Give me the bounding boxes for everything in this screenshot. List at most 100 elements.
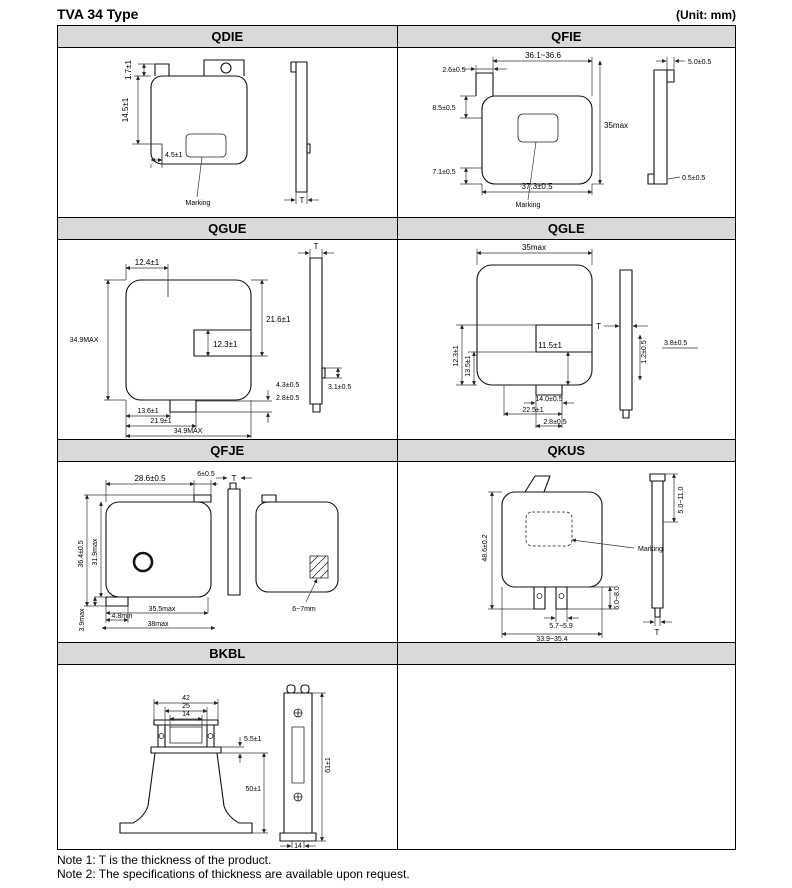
- qgue-dim-label-9: 21.9±1: [150, 418, 171, 425]
- header-qdie: QDIE: [58, 26, 397, 48]
- qdie-marking-area: [185, 133, 227, 158]
- header-bkbl: BKBL: [58, 643, 397, 665]
- qfje-dim-label-4: 31.9max: [92, 538, 99, 565]
- bkbl-drawing: 42 25 14 5.5±1 50±1 61±1 14: [119, 684, 332, 849]
- qgle-dim-label-4: 11.5±1: [538, 341, 562, 350]
- qgle-side-view: [618, 269, 633, 419]
- drawing-cell-bkbl: 42 25 14 5.5±1 50±1 61±1 14: [58, 665, 397, 849]
- qfje-back-view: [255, 494, 339, 593]
- qgle-drawing: 35max 12.3±1 13.5±1 11.5±1 14.0±0.5 22.5…: [453, 243, 698, 428]
- qfje-thickness-label: T: [232, 474, 237, 483]
- drawing-cell-qgle: 35max 12.3±1 13.5±1 11.5±1 14.0±0.5 22.5…: [396, 240, 735, 440]
- qfie-marking-area: [517, 113, 558, 143]
- qfie-front-view: [474, 72, 593, 185]
- qkus-dim-label-3: 5.7~5.9: [549, 623, 573, 630]
- qgue-dim-label-10: 34.9MAX: [174, 428, 203, 435]
- qgle-thickness-label: T: [596, 322, 601, 331]
- bkbl-side-view: [279, 684, 317, 842]
- qfje-drawing: 28.6±0.5 6±0.5 36.4±0.5 31.9max 3.9max 4…: [78, 471, 339, 631]
- qfje-dim-label-7: 35.5max: [149, 606, 176, 613]
- qdie-dim-label-3: 4.5±1: [165, 152, 183, 159]
- qgue-dim-label-6: 3.1±0.5: [328, 384, 351, 391]
- drawing-table: QDIE QFIE: [57, 25, 736, 850]
- header-qfje: QFJE: [58, 440, 397, 462]
- qfie-side-view: [646, 69, 675, 185]
- header-row-4: BKBL: [58, 643, 735, 665]
- qkus-drawing: 48.6±0.2 Marking 6.0~8.0 5.7~5.9 33.9~35…: [482, 473, 685, 642]
- bkbl-dim-label-1: 42: [182, 695, 190, 702]
- qkus-marking-label: Marking: [638, 546, 663, 553]
- qkus-thickness-label: T: [654, 628, 659, 637]
- qfie-dim-label-5: 7.1±0.5: [432, 169, 455, 176]
- qdie-dim-label-1: 1.7±1: [124, 59, 133, 80]
- qkus-dimension-lines: [487, 473, 678, 638]
- qkus-dim-label-5: 5.0~11.0: [678, 486, 685, 513]
- qfie-drawing: 2.6±0.5 36.1~36.6 8.5±0.5 35max 7.1±0.5 …: [432, 51, 711, 209]
- note-2: Note 2: The specifications of thickness …: [57, 867, 410, 882]
- qgue-dimension-lines: [104, 249, 342, 438]
- qgle-dim-label-5: 14.0±0.5: [535, 396, 562, 403]
- qdie-dimension-lines: [132, 63, 319, 204]
- qfje-dim-label-8: 38max: [147, 621, 169, 628]
- qfje-dim-label-9: 6~7mm: [292, 606, 316, 613]
- header-row-1: QDIE QFIE: [58, 26, 735, 48]
- content-row-2: 12.4±1 34.9MAX 21.6±1 12.3±1 4.3±0.5 3.1…: [58, 240, 735, 440]
- header-empty: [396, 643, 735, 665]
- qgle-dim-label-2: 12.3±1: [453, 345, 460, 366]
- qgue-dim-label-1: 12.4±1: [135, 258, 160, 267]
- unit-label: (Unit: mm): [676, 8, 736, 22]
- bkbl-dim-label-7: 14: [294, 843, 302, 849]
- qfie-dim-label-2: 36.1~36.6: [525, 51, 561, 60]
- qdie-dim-label-2: 14.5±1: [121, 97, 130, 122]
- bkbl-dim-label-4: 5.5±1: [244, 736, 262, 743]
- qfje-dim-label-3: 36.4±0.5: [78, 540, 85, 567]
- qgue-front-view: [125, 279, 252, 413]
- qdie-marking-label: Marking: [186, 200, 211, 207]
- qgue-dim-label-3: 21.6±1: [266, 315, 291, 324]
- qfje-dim-label-1: 28.6±0.5: [134, 474, 166, 483]
- content-row-1: 1.7±1 14.5±1 4.5±1 Marking T: [58, 48, 735, 218]
- qgle-dim-label-3: 13.5±1: [465, 355, 472, 376]
- qfie-dim-label-3: 8.5±0.5: [432, 105, 455, 112]
- content-row-3: 28.6±0.5 6±0.5 36.4±0.5 31.9max 3.9max 4…: [58, 462, 735, 643]
- qfie-marking-label: Marking: [515, 202, 540, 209]
- drawing-cell-qdie: 1.7±1 14.5±1 4.5±1 Marking T: [58, 48, 397, 218]
- qgue-dim-label-8: 13.6±1: [137, 408, 158, 415]
- qgle-dim-label-9: 3.8±0.5: [664, 340, 687, 347]
- header-qgue: QGUE: [58, 218, 397, 240]
- bkbl-dim-label-6: 61±1: [325, 757, 332, 773]
- qfie-dim-label-1: 2.6±0.5: [442, 67, 465, 74]
- qgue-dim-label-5: 4.3±0.5: [276, 382, 299, 389]
- qgle-dim-label-6: 22.5±1: [522, 407, 543, 414]
- qkus-marking-area: [525, 511, 572, 547]
- bkbl-dim-label-5: 50±1: [245, 786, 261, 793]
- qgle-dim-label-8: 1.2±0.5: [641, 340, 648, 363]
- notes: Note 1: T is the thickness of the produc…: [57, 853, 736, 881]
- qkus-front-view: [500, 475, 603, 610]
- drawing-cell-qgue: 12.4±1 34.9MAX 21.6±1 12.3±1 4.3±0.5 3.1…: [58, 240, 397, 440]
- qfje-front-view: [105, 494, 212, 607]
- bkbl-dim-label-3: 14: [182, 711, 190, 718]
- note-1: Note 1: T is the thickness of the produc…: [57, 853, 272, 867]
- qgle-dim-label-1: 35max: [521, 243, 545, 252]
- drawing-cell-empty: [396, 665, 735, 849]
- drawing-cell-qfje: 28.6±0.5 6±0.5 36.4±0.5 31.9max 3.9max 4…: [58, 462, 397, 643]
- drawing-cell-qkus: 48.6±0.2 Marking 6.0~8.0 5.7~5.9 33.9~35…: [396, 462, 735, 643]
- qgue-dim-label-7: 2.8±0.5: [276, 395, 299, 402]
- qfie-dimension-lines: [459, 57, 685, 201]
- header-qkus: QKUS: [396, 440, 735, 462]
- qfie-dim-label-7: 5.0±0.5: [688, 59, 711, 66]
- qfie-dim-label-4: 35max: [604, 121, 628, 130]
- header-row-2: QGUE QGLE: [58, 218, 735, 240]
- bkbl-dim-label-2: 25: [182, 703, 190, 710]
- content-row-4: 42 25 14 5.5±1 50±1 61±1 14: [58, 665, 735, 849]
- qgue-drawing: 12.4±1 34.9MAX 21.6±1 12.3±1 4.3±0.5 3.1…: [70, 242, 351, 438]
- qkus-dim-label-2: 6.0~8.0: [614, 586, 621, 610]
- qdie-drawing: 1.7±1 14.5±1 4.5±1 Marking T: [121, 59, 319, 207]
- qfje-dim-label-6: 4.8min: [111, 613, 132, 620]
- qgle-front-view: [475, 264, 593, 396]
- qfie-dim-label-6: 37.3±0.5: [521, 182, 553, 191]
- qdie-thickness-label: T: [300, 196, 305, 205]
- header-qfie: QFIE: [396, 26, 735, 48]
